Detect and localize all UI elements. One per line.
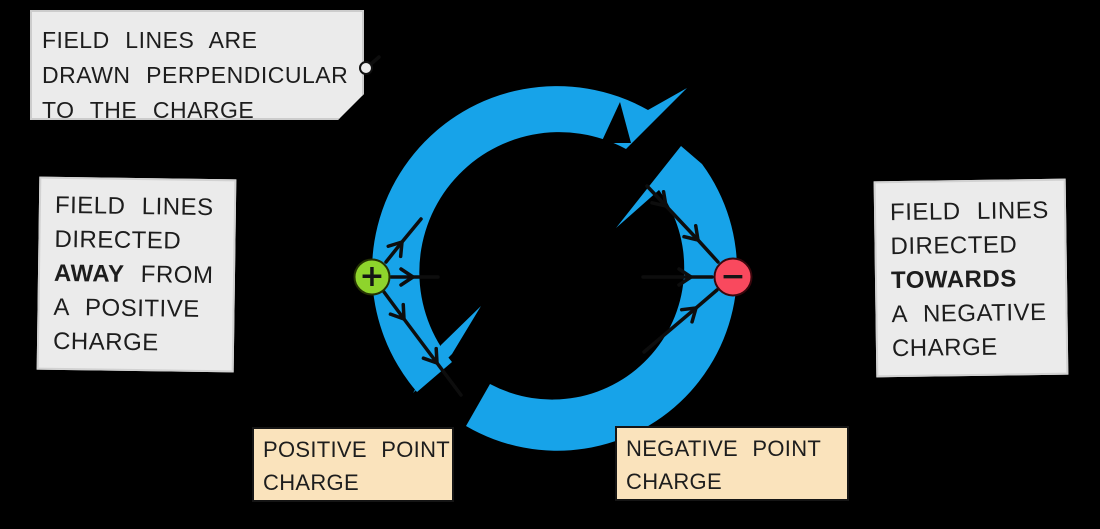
negative-charge: −	[713, 257, 753, 297]
note-negative-line1: FIELD LINES	[889, 196, 1049, 227]
note-positive-line3: AWAY FROM	[54, 257, 233, 293]
label-negative-point-charge: NEGATIVE POINT CHARGE	[615, 426, 849, 501]
field-line-positive-downright	[382, 290, 463, 397]
note-negative-line5: CHARGE	[891, 333, 998, 363]
away-word: AWAY	[53, 259, 125, 288]
note-positive-field-lines: FIELD LINES DIRECTED AWAY FROM A POSITIV…	[36, 176, 237, 373]
label-negative-line1: NEGATIVE POINT	[626, 436, 822, 461]
field-lines	[369, 55, 720, 397]
note-negative-line2: DIRECTED	[890, 231, 1018, 261]
note-positive-line2: DIRECTED	[54, 225, 182, 255]
label-negative-line2: CHARGE	[626, 469, 722, 494]
note-perpendicular: FIELD LINES ARE DRAWN PERPENDICULAR TO T…	[30, 10, 364, 120]
towards-word: TOWARDS	[890, 265, 1017, 295]
callout-connector-ring	[359, 61, 373, 75]
positive-charge-circle	[353, 258, 391, 296]
label-positive-line1: POSITIVE POINT	[263, 437, 451, 462]
negative-charge-circle	[713, 257, 753, 297]
positive-charge: +	[353, 258, 391, 296]
note-perpendicular-line3: TO THE CHARGE	[42, 97, 255, 123]
note-negative-field-lines: FIELD LINES DIRECTED TOWARDS A NEGATIVE …	[873, 178, 1069, 378]
label-positive-point-charge: POSITIVE POINT CHARGE	[252, 427, 454, 502]
note-positive-line1: FIELD LINES	[54, 191, 214, 222]
note-negative-line4: A NEGATIVE	[891, 298, 1047, 329]
arrow-tail-notch	[601, 102, 631, 143]
note-perpendicular-line2: DRAWN PERPENDICULAR	[42, 62, 349, 88]
note-positive-line4: A POSITIVE	[53, 293, 200, 323]
minus-sign: −	[720, 259, 745, 294]
note-perpendicular-line1: FIELD LINES ARE	[42, 27, 258, 53]
label-positive-line2: CHARGE	[263, 470, 359, 495]
from-word: FROM	[140, 261, 214, 290]
note-positive-line5: CHARGE	[52, 327, 159, 357]
blue-circular-arrow	[372, 86, 738, 451]
field-line-positive-upright	[384, 217, 423, 264]
field-line-negative-downleft	[642, 288, 719, 354]
arrow-arc-bottom-right	[466, 146, 738, 451]
plus-sign: +	[359, 259, 384, 294]
arrow-flick-spike	[413, 306, 481, 393]
callout-connector-stub	[369, 55, 381, 66]
field-line-negative-upleft	[645, 184, 720, 264]
arrow-arc-top-left	[372, 86, 687, 393]
